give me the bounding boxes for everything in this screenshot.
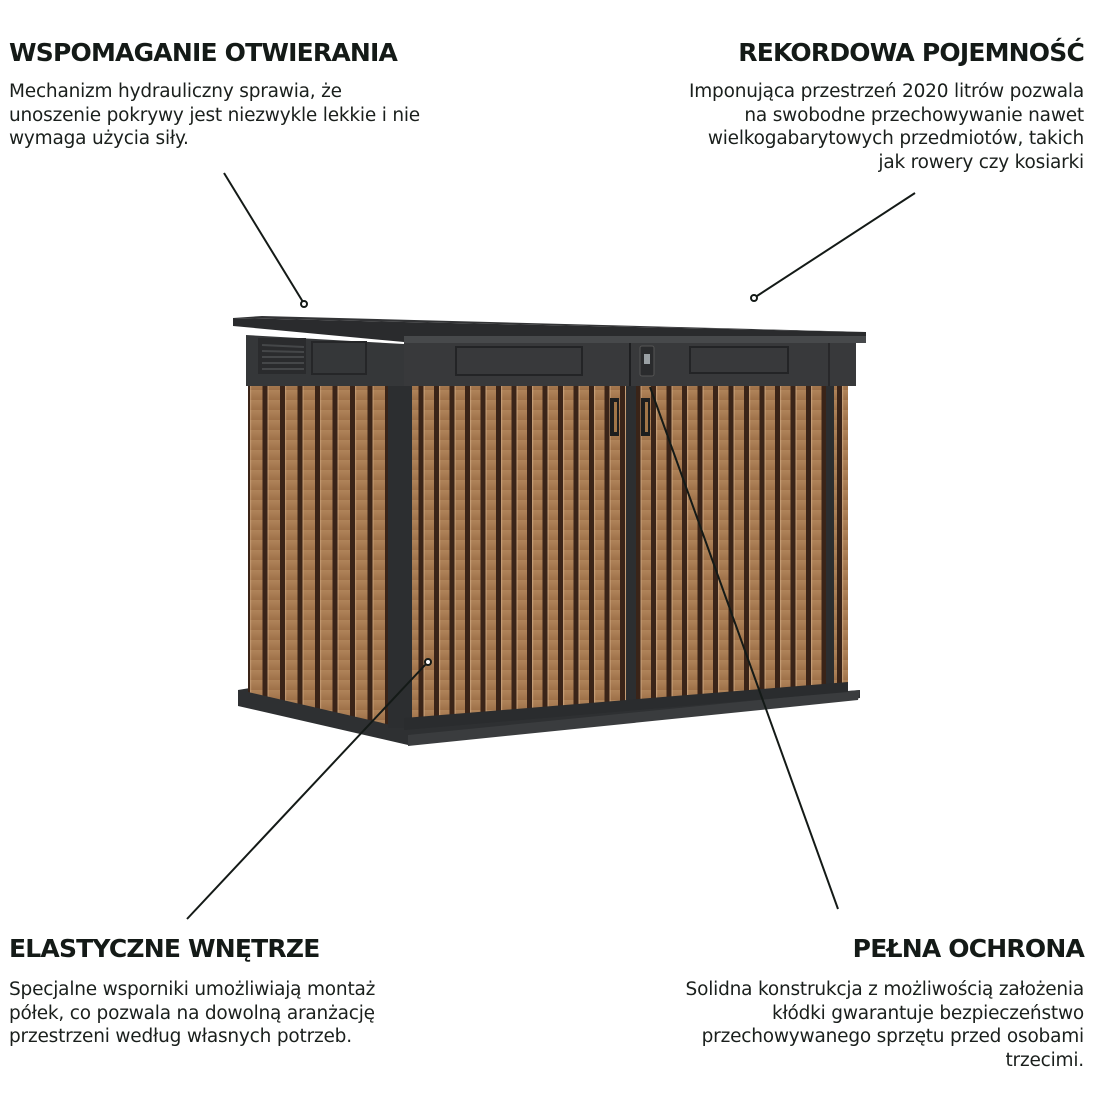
feature-title: PEŁNA OCHRONA	[852, 934, 1085, 963]
feature-description: Imponująca przestrzeń 2020 litrów pozwal…	[689, 80, 1084, 174]
feature-bottom-right: PEŁNA OCHRONA Solidna konstrukcja z możl…	[685, 934, 1085, 1072]
description-line: Mechanizm hydrauliczny sprawia, że	[9, 81, 342, 102]
callout-line-bottom-left	[186, 663, 427, 920]
shed-roof	[233, 316, 866, 343]
description-line: Specjalne wsporniki umożliwiają montaż	[9, 979, 376, 1000]
callout-line-top-right	[756, 192, 916, 297]
feature-title: WSPOMAGANIE OTWIERANIA	[9, 38, 398, 67]
description-line: na swobodne przechowywanie nawet	[744, 104, 1084, 126]
door-handle-left-icon	[610, 398, 619, 436]
feature-top-left: WSPOMAGANIE OTWIERANIA Mechanizm hydraul…	[9, 38, 420, 151]
feature-bottom-left: ELASTYCZNE WNĘTRZE Specjalne wsporniki u…	[9, 934, 375, 1049]
callout-dot-top-left	[300, 300, 308, 308]
feature-description: Solidna konstrukcja z możliwością założe…	[685, 978, 1085, 1072]
description-line: Imponująca przestrzeń 2020 litrów pozwal…	[688, 81, 1084, 102]
callout-line-bottom-right	[649, 386, 839, 910]
feature-top-right: REKORDOWA POJEMNOŚĆ Imponująca przestrze…	[689, 38, 1085, 174]
description-line: przestrzeni według własnych potrzeb.	[9, 1026, 352, 1047]
shed-fascia	[246, 335, 856, 386]
shed-front	[404, 385, 848, 730]
description-line: Solidna konstrukcja z możliwością założe…	[685, 979, 1085, 1000]
description-line: wielkogabarytowych przedmiotów, takich	[707, 128, 1084, 149]
description-line: półek, co pozwala na dowolną aranżację	[9, 1002, 375, 1024]
description-line: przechowywanego sprzętu przed osobami	[701, 1026, 1085, 1047]
callout-dot-top-right	[750, 294, 758, 302]
description-line: wymaga użycia siły.	[9, 128, 189, 149]
feature-title: REKORDOWA POJEMNOŚĆ	[738, 38, 1085, 67]
door-handle-right-icon	[641, 398, 650, 436]
description-line: trzecimi.	[1005, 1049, 1084, 1071]
feature-description: Mechanizm hydrauliczny sprawia, że unosz…	[9, 80, 420, 151]
padlock-hasp-icon	[639, 345, 655, 377]
description-line: jak rowery czy kosiarki	[878, 151, 1084, 173]
description-line: unoszenie pokrywy jest niezwykle lekkie …	[9, 104, 420, 126]
feature-description: Specjalne wsporniki umożliwiają montaż p…	[9, 978, 375, 1049]
feature-title: ELASTYCZNE WNĘTRZE	[9, 934, 320, 963]
shed-side-wall	[248, 385, 406, 728]
callout-lines	[186, 172, 916, 920]
description-line: kłódki gwarantuje bezpieczeństwo	[771, 1002, 1084, 1024]
callout-line-top-left	[223, 172, 304, 303]
callout-dot-bottom-left	[424, 658, 432, 666]
vent-grille	[258, 338, 306, 374]
